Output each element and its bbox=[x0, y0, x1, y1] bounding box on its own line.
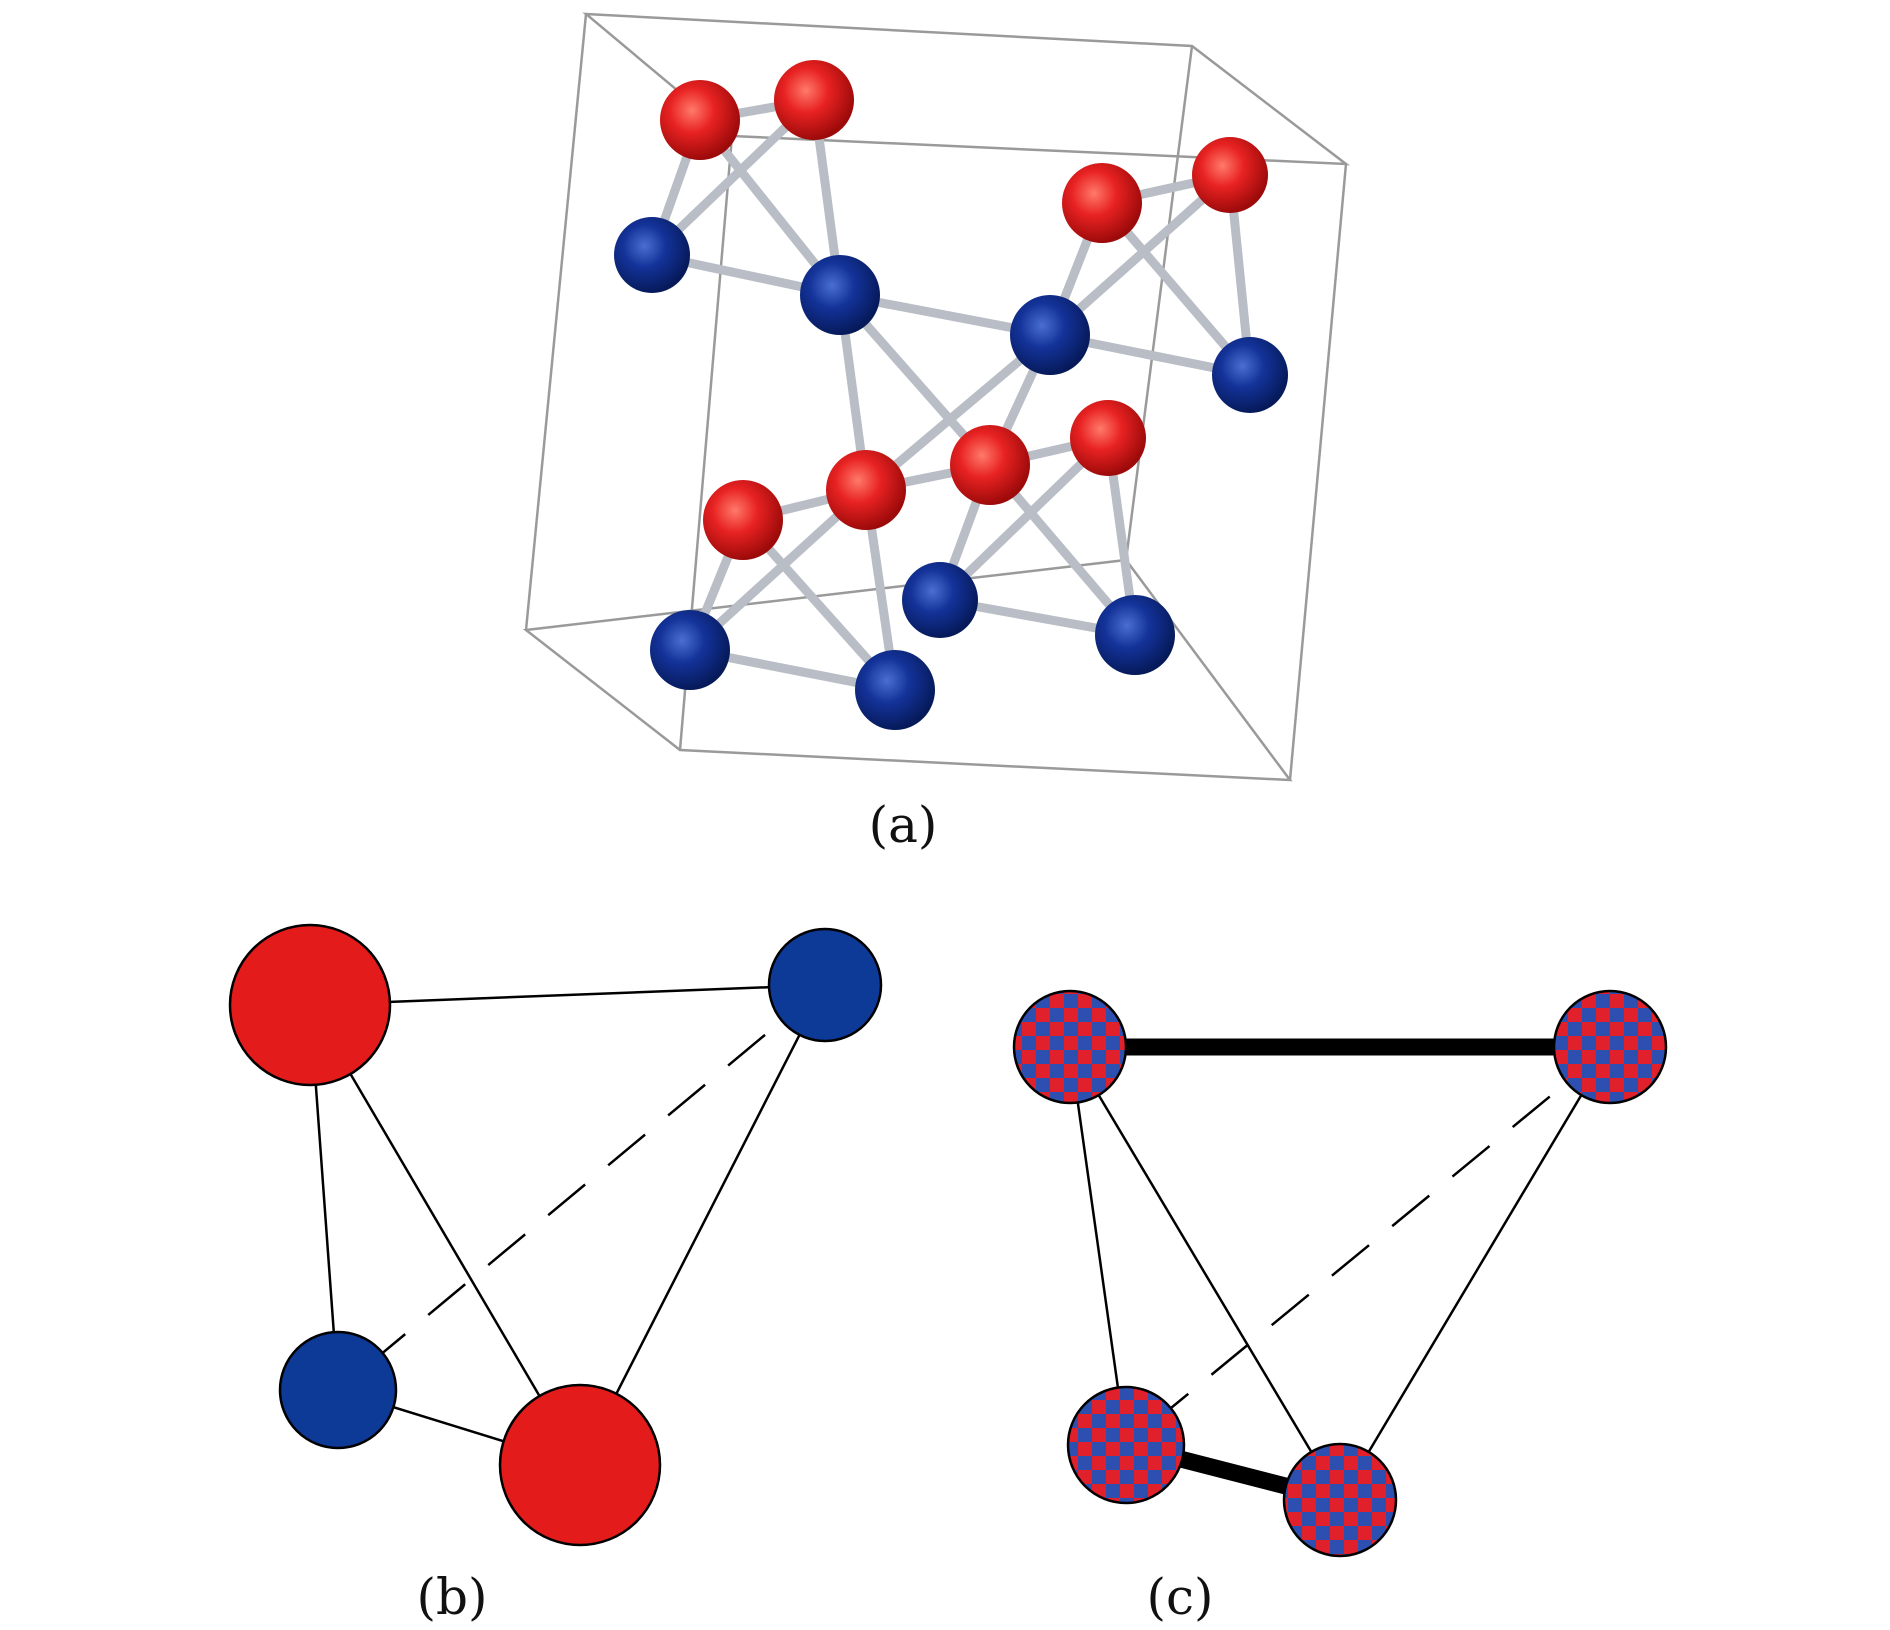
atom-red bbox=[826, 450, 906, 530]
atom-mixed bbox=[1282, 1442, 1398, 1558]
panel-c bbox=[1012, 989, 1668, 1558]
atom-red bbox=[774, 60, 854, 140]
atom-red bbox=[1192, 137, 1268, 213]
edge bbox=[1338, 1046, 1612, 1501]
atom-mixed bbox=[1066, 1385, 1186, 1505]
panel-c-label: (c) bbox=[1146, 1568, 1213, 1626]
atom-blue bbox=[650, 610, 730, 690]
edge bbox=[1068, 1046, 1128, 1446]
atom-blue bbox=[614, 217, 690, 293]
panel-a-label: (a) bbox=[869, 796, 938, 854]
panel-b bbox=[228, 923, 883, 1547]
atom-red bbox=[1062, 163, 1142, 243]
edge bbox=[309, 983, 826, 1007]
atom-blue bbox=[902, 562, 978, 638]
edge bbox=[578, 984, 827, 1466]
atom-blue bbox=[1010, 295, 1090, 375]
atom-red bbox=[1070, 400, 1146, 476]
edge bbox=[1068, 1046, 1342, 1501]
atom-blue-small bbox=[278, 1330, 398, 1450]
atom-blue bbox=[855, 650, 935, 730]
edge bbox=[308, 1004, 582, 1466]
atom-blue bbox=[800, 255, 880, 335]
atoms bbox=[614, 60, 1288, 730]
panel-a: (a) bbox=[522, 12, 1350, 854]
hidden-edge bbox=[1125, 1046, 1611, 1446]
atom-red bbox=[660, 80, 740, 160]
atom-blue bbox=[1095, 595, 1175, 675]
atom-red bbox=[950, 425, 1030, 505]
atom-blue-small bbox=[767, 927, 883, 1043]
atom-red-large bbox=[228, 923, 392, 1087]
atom-mixed bbox=[1552, 989, 1668, 1105]
atom-red bbox=[703, 480, 783, 560]
atom-mixed bbox=[1012, 989, 1128, 1105]
atom-blue bbox=[1212, 337, 1288, 413]
panel-b-label: (b) bbox=[416, 1568, 487, 1626]
atom-red-large bbox=[498, 1383, 662, 1547]
hidden-edge bbox=[337, 984, 826, 1391]
